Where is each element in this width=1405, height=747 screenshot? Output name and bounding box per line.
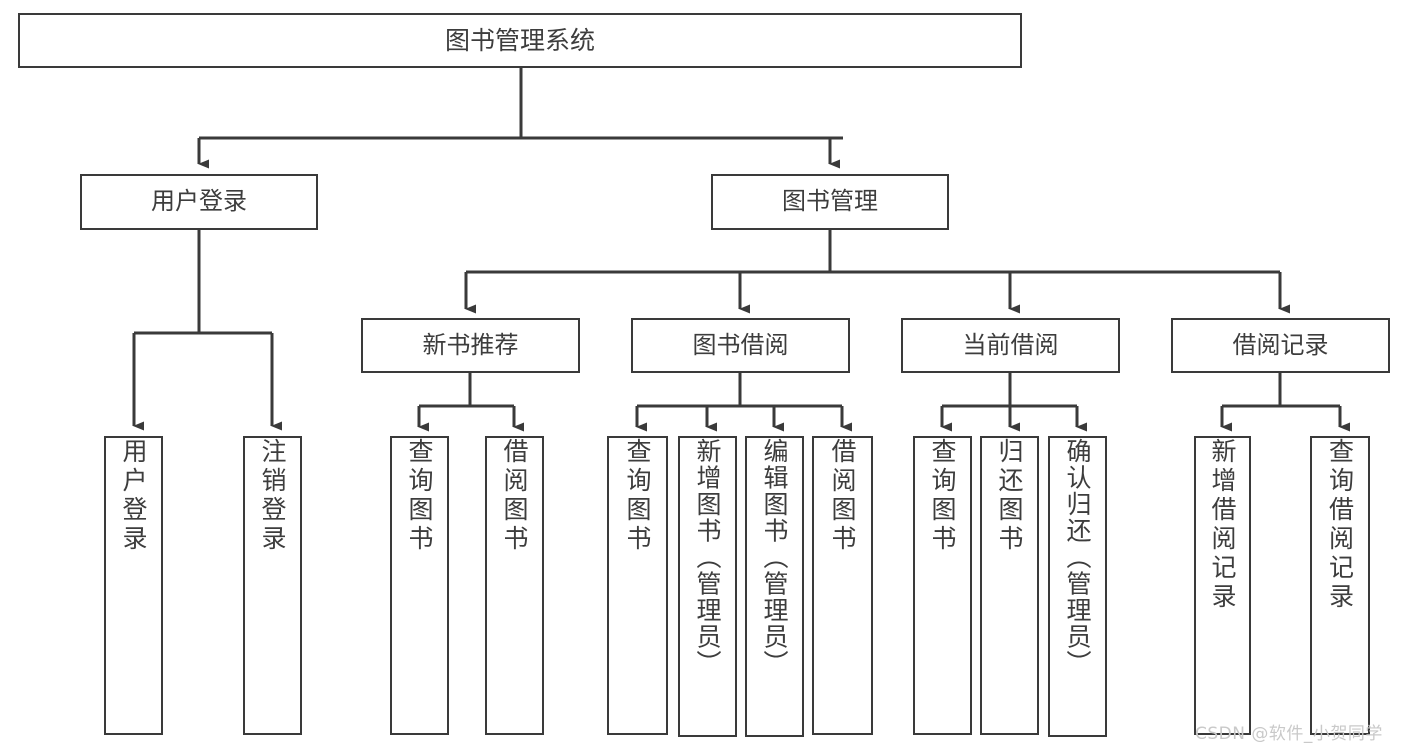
leaf-user-login[interactable]: 用户登录 — [104, 436, 163, 735]
leaf-query-borrow-record-label: 查询借阅记录 — [1325, 438, 1355, 612]
leaf-return-book[interactable]: 归还图书 — [980, 436, 1039, 735]
node-book-management[interactable]: 图书管理 — [711, 174, 949, 230]
leaf-logout[interactable]: 注销登录 — [243, 436, 302, 735]
leaf-lend-book[interactable]: 借阅图书 — [812, 436, 873, 735]
leaf-query-book-recommend-label: 查询图书 — [405, 438, 434, 554]
node-current-borrow-label: 当前借阅 — [962, 330, 1059, 359]
leaf-query-book-current-label: 查询图书 — [928, 438, 957, 554]
leaf-query-book-borrow-label: 查询图书 — [623, 438, 652, 554]
leaf-return-book-label: 归还图书 — [995, 438, 1024, 554]
node-user-login-label: 用户登录 — [151, 187, 247, 216]
leaf-confirm-return-admin[interactable]: 确认归还（管理员） — [1048, 436, 1107, 737]
node-root-label: 图书管理系统 — [444, 26, 595, 55]
node-book-management-label: 图书管理 — [782, 187, 878, 216]
node-new-book-recommend[interactable]: 新书推荐 — [361, 318, 580, 373]
leaf-query-borrow-record[interactable]: 查询借阅记录 — [1310, 436, 1370, 735]
node-user-login[interactable]: 用户登录 — [80, 174, 318, 230]
leaf-query-book-current[interactable]: 查询图书 — [913, 436, 972, 735]
node-current-borrow[interactable]: 当前借阅 — [901, 318, 1120, 373]
node-root[interactable]: 图书管理系统 — [18, 13, 1022, 68]
leaf-add-book-admin[interactable]: 新增图书（管理员） — [678, 436, 737, 737]
node-borrow-record[interactable]: 借阅记录 — [1171, 318, 1390, 373]
leaf-user-login-label: 用户登录 — [119, 438, 148, 554]
leaf-borrow-book-recommend-label: 借阅图书 — [500, 438, 529, 554]
leaf-edit-book-admin-label: 编辑图书（管理员） — [760, 438, 789, 677]
leaf-edit-book-admin[interactable]: 编辑图书（管理员） — [745, 436, 804, 737]
leaf-query-book-recommend[interactable]: 查询图书 — [390, 436, 449, 735]
leaf-logout-label: 注销登录 — [258, 438, 287, 554]
leaf-lend-book-label: 借阅图书 — [828, 438, 857, 554]
leaf-borrow-book-recommend[interactable]: 借阅图书 — [485, 436, 544, 735]
csdn-watermark: CSDN @软件_小贺同学 — [1195, 724, 1383, 744]
node-book-borrow[interactable]: 图书借阅 — [631, 318, 850, 373]
leaf-query-book-borrow[interactable]: 查询图书 — [607, 436, 668, 735]
node-new-book-recommend-label: 新书推荐 — [422, 330, 519, 359]
leaf-add-borrow-record[interactable]: 新增借阅记录 — [1194, 436, 1251, 735]
node-borrow-record-label: 借阅记录 — [1232, 330, 1329, 359]
leaf-add-borrow-record-label: 新增借阅记录 — [1208, 438, 1237, 612]
leaf-confirm-return-admin-label: 确认归还（管理员） — [1063, 438, 1092, 677]
node-book-borrow-label: 图书借阅 — [692, 330, 789, 359]
leaf-add-book-admin-label: 新增图书（管理员） — [693, 438, 722, 677]
